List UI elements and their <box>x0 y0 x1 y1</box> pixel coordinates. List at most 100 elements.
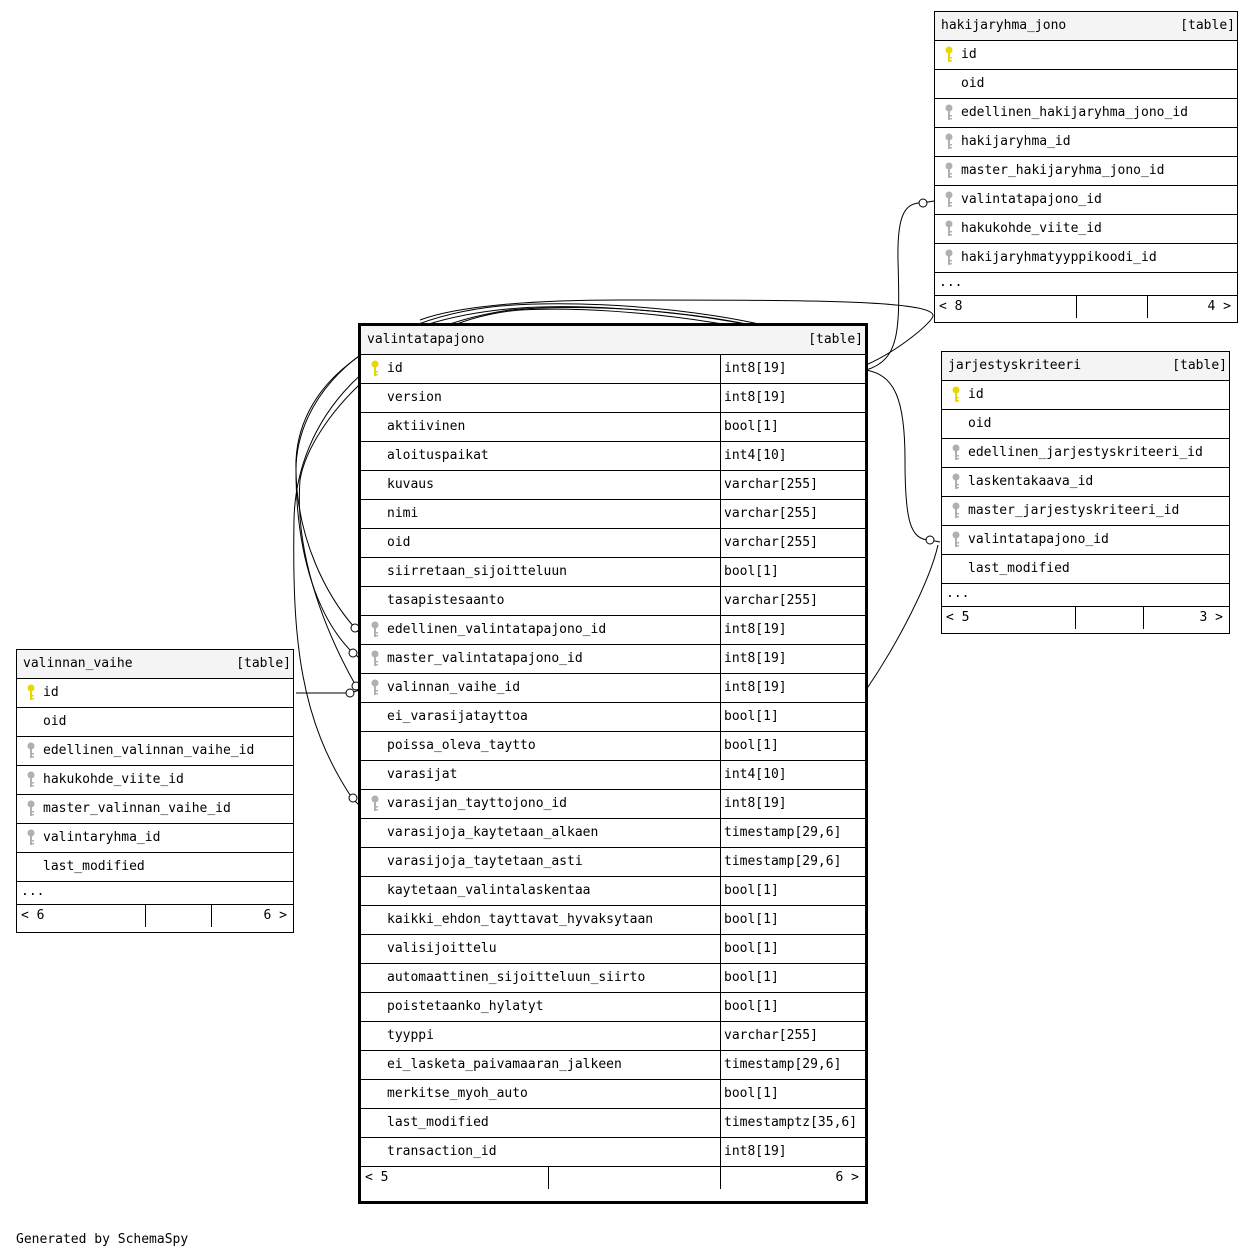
column-type: timestamp[29,6] <box>724 1057 842 1072</box>
column-type: int8[19] <box>724 680 787 695</box>
column-type: bool[1] <box>724 912 779 927</box>
column-row[interactable]: valintatapajono_id <box>942 526 1229 555</box>
column-name: master_valintatapajono_id <box>387 651 583 666</box>
foreign-key-icon <box>944 133 954 151</box>
column-row[interactable]: id <box>942 381 1229 410</box>
column-name: oid <box>387 535 411 550</box>
edge-self-tayttojono <box>293 307 867 809</box>
foreign-key-icon <box>26 771 36 789</box>
column-row[interactable]: master_valinnan_vaihe_id <box>17 795 293 824</box>
column-row[interactable]: ei_lasketa_paivamaaran_jalkeen timestamp[… <box>361 1051 865 1080</box>
column-type: int8[19] <box>724 1144 787 1159</box>
column-name: last_modified <box>968 561 1070 576</box>
footer-left: < 8 <box>939 299 963 314</box>
edge-hakijaryhma-jono <box>865 200 935 371</box>
column-type: bool[1] <box>724 564 779 579</box>
footer-right: 4 > <box>1207 299 1231 314</box>
primary-key-icon <box>370 360 380 378</box>
column-type: int4[10] <box>724 767 787 782</box>
column-row[interactable]: edellinen_hakijaryhma_jono_id <box>935 99 1237 128</box>
footer-right: 6 > <box>263 908 287 923</box>
column-row[interactable]: id <box>935 41 1237 70</box>
column-name: last_modified <box>387 1115 489 1130</box>
column-name: edellinen_jarjestyskriteeri_id <box>968 445 1203 460</box>
column-row[interactable]: master_jarjestyskriteeri_id <box>942 497 1229 526</box>
foreign-key-icon <box>370 621 380 639</box>
column-name: nimi <box>387 506 419 521</box>
primary-key-icon <box>944 46 954 64</box>
footer-left: < 6 <box>21 908 45 923</box>
column-row[interactable]: valintaryhma_id <box>17 824 293 853</box>
column-name: ei_varasijatayttoa <box>387 709 528 724</box>
column-type: varchar[255] <box>724 506 818 521</box>
table-tag: [table] <box>1172 358 1227 373</box>
foreign-key-icon <box>944 249 954 267</box>
column-type: int8[19] <box>724 796 787 811</box>
table-name: valinnan_vaihe <box>23 656 133 671</box>
column-row[interactable]: hakukohde_viite_id <box>935 215 1237 244</box>
column-row[interactable]: last_modified <box>942 555 1229 584</box>
column-row[interactable]: varasijoja_taytetaan_asti timestamp[29,6] <box>361 848 865 877</box>
column-row[interactable]: hakijaryhma_id <box>935 128 1237 157</box>
column-name: transaction_id <box>387 1144 497 1159</box>
column-name: aloituspaikat <box>387 448 489 463</box>
table-footer: < 5 6 > <box>361 1167 865 1189</box>
column-name: varasijoja_taytetaan_asti <box>387 854 583 869</box>
column-row[interactable]: valintatapajono_id <box>935 186 1237 215</box>
column-row[interactable]: master_hakijaryhma_jono_id <box>935 157 1237 186</box>
column-name: id <box>387 361 403 376</box>
column-name: tasapistesaanto <box>387 593 505 608</box>
column-name: oid <box>968 416 992 431</box>
foreign-key-icon <box>944 191 954 209</box>
column-name: master_valinnan_vaihe_id <box>43 801 231 816</box>
footer-right: 3 > <box>1199 610 1223 625</box>
column-row[interactable]: hakukohde_viite_id <box>17 766 293 795</box>
column-name: hakukohde_viite_id <box>961 221 1102 236</box>
column-row[interactable]: last_modified <box>17 853 293 882</box>
column-row[interactable]: oid <box>942 410 1229 439</box>
column-row[interactable]: edellinen_jarjestyskriteeri_id <box>942 439 1229 468</box>
column-row[interactable]: hakijaryhmatyyppikoodi_id <box>935 244 1237 273</box>
column-type: timestamp[29,6] <box>724 854 842 869</box>
column-row[interactable]: id <box>17 679 293 708</box>
column-row[interactable]: laskentakaava_id <box>942 468 1229 497</box>
column-row[interactable]: oid <box>17 708 293 737</box>
column-row[interactable]: oid <box>935 70 1237 99</box>
column-name: edellinen_valintatapajono_id <box>387 622 607 637</box>
column-name: id <box>43 685 59 700</box>
table-footer: < 8 4 > <box>935 296 1237 318</box>
column-row[interactable]: transaction_id int8[19] <box>361 1138 865 1167</box>
column-row[interactable]: nimi varchar[255] <box>361 500 865 529</box>
column-name: ei_lasketa_paivamaaran_jalkeen <box>387 1057 622 1072</box>
column-row[interactable]: edellinen_valinnan_vaihe_id <box>17 737 293 766</box>
column-type: bool[1] <box>724 970 779 985</box>
